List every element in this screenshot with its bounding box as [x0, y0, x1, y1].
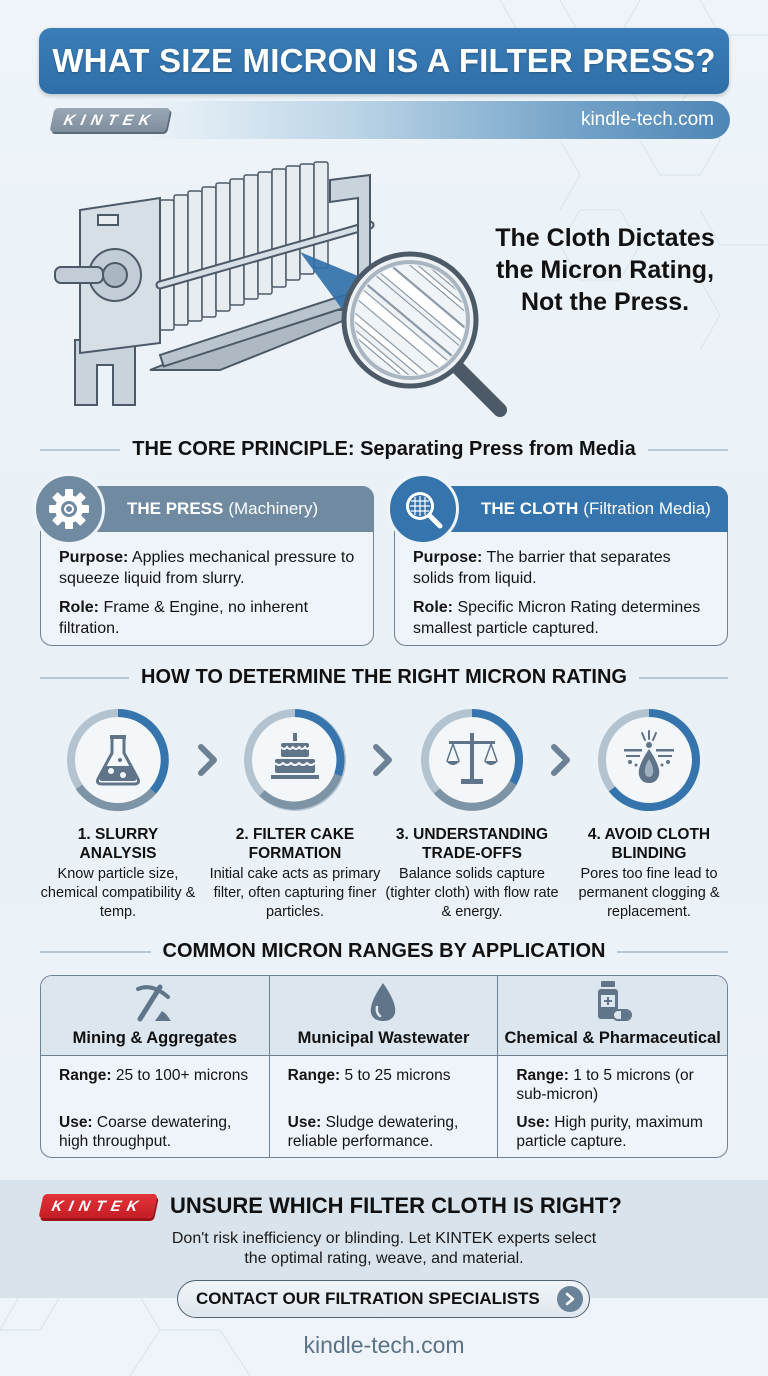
table-column-wastewater: Municipal Wastewater Range: 5 to 25 micr… [269, 976, 499, 1157]
press-card-body: Purpose: Applies mechanical pressure to … [59, 547, 361, 647]
cloth-card-header: THE CLOTH (Filtration Media) [425, 486, 728, 532]
use-value: Use: Sludge dewatering, reliable perform… [287, 1114, 459, 1150]
chevron-right-icon [557, 1286, 583, 1312]
filter-plates [159, 161, 329, 331]
chevron-right-icon [373, 744, 392, 776]
press-frame [74, 285, 375, 406]
balance-scale-icon [446, 733, 498, 784]
range-value: Range: 25 to 100+ microns [59, 1067, 249, 1084]
section-title: HOW TO DETERMINE THE RIGHT MICRON RATING [141, 666, 627, 688]
hero-headline-line3: Not the Press. [520, 288, 690, 316]
cloth-card-title: THE CLOTH [481, 499, 579, 518]
kintek-logo-red: KINTEK [38, 1194, 158, 1218]
application-name: Mining & Aggregates [72, 1029, 238, 1047]
magnifying-glass [341, 251, 507, 417]
contact-specialists-button[interactable]: CONTACT OUR FILTRATION SPECIALISTS [177, 1280, 590, 1318]
contact-button-label: CONTACT OUR FILTRATION SPECIALISTS [196, 1289, 540, 1308]
section-title: THE CORE PRINCIPLE: Separating Press fro… [132, 438, 636, 460]
press-card: THE PRESS (Machinery) Purpose: Applies m… [33, 473, 374, 647]
table-body-cell: Range: 1 to 5 microns (or sub-micron) Us… [498, 1056, 727, 1157]
hero-headline: The Cloth Dictates the Micron Rating, No… [470, 222, 740, 318]
flask-icon [96, 735, 140, 786]
press-purpose: Purpose: Applies mechanical pressure to … [59, 549, 355, 587]
table-header-cell: Mining & Aggregates [41, 976, 269, 1056]
step-description: Pores too fine lead to permanent cloggin… [578, 866, 720, 920]
hero-headline-line2: the Micron Rating, [495, 256, 715, 284]
gear-icon [33, 473, 105, 545]
cta-description: Don't risk inefficiency or blinding. Let… [134, 1229, 634, 1269]
application-name: Chemical & Pharmaceutical [504, 1029, 721, 1047]
cloth-card: THE CLOTH (Filtration Media) Purpose: Th… [387, 473, 728, 647]
progress-ring [63, 705, 173, 815]
section-title: COMMON MICRON RANGES BY APPLICATION [162, 940, 606, 962]
press-card-title: THE PRESS [127, 499, 224, 518]
micron-ranges-table: Mining & Aggregates Range: 25 to 100+ mi… [40, 975, 728, 1158]
progress-ring [594, 705, 704, 815]
chevron-right-icon [198, 744, 217, 776]
press-card-subtitle: (Machinery) [228, 499, 319, 518]
use-value: Use: High purity, maximum particle captu… [516, 1114, 703, 1150]
press-card-header: THE PRESS (Machinery) [71, 486, 374, 532]
header-site-link[interactable]: kindle-tech.com [580, 109, 714, 130]
hero-headline-line1: The Cloth Dictates [495, 224, 715, 252]
range-value: Range: 5 to 25 microns [287, 1067, 451, 1084]
page-title: WHAT SIZE MICRON IS A FILTER PRESS? [52, 42, 716, 79]
steps-heading: HOW TO DETERMINE THE RIGHT MICRON RATING [40, 666, 729, 689]
divider-line [647, 448, 728, 451]
droplet-clog-icon [624, 730, 674, 783]
chevron-right-icon [551, 744, 570, 776]
use-value: Use: Coarse dewatering, high throughput. [59, 1114, 232, 1150]
water-drop-icon [371, 983, 396, 1021]
range-value: Range: 1 to 5 microns (or sub-micron) [516, 1067, 694, 1103]
cta-text-line1: Don't risk inefficiency or blinding. Let… [171, 1230, 597, 1247]
kintek-logo: KINTEK [49, 108, 171, 132]
press-head [54, 196, 161, 355]
table-header-cell: Municipal Wastewater [269, 976, 498, 1056]
table-column-mining: Mining & Aggregates Range: 25 to 100+ mi… [41, 976, 270, 1157]
medicine-bottle-icon [597, 981, 632, 1021]
step-description: Know particle size, chemical compatibili… [40, 866, 196, 920]
magnifier-mesh-icon [387, 473, 459, 545]
cloth-card-subtitle: (Filtration Media) [583, 499, 711, 518]
divider-line [40, 676, 130, 679]
cta-text-line2: the optimal rating, weave, and material. [244, 1250, 524, 1267]
table-header-cell: Chemical & Pharmaceutical [498, 976, 727, 1056]
progress-ring [240, 705, 350, 815]
footer-site-link[interactable]: kindle-tech.com [303, 1332, 465, 1358]
divider-line [40, 950, 151, 953]
cta-title: UNSURE WHICH FILTER CLOTH IS RIGHT? [170, 1193, 622, 1218]
table-body-cell: Range: 25 to 100+ microns Use: Coarse de… [41, 1056, 269, 1157]
cloth-role: Role: Specific Micron Rating determines … [413, 599, 701, 637]
core-principle-heading: THE CORE PRINCIPLE: Separating Press fro… [40, 438, 728, 461]
brand-bar: KINTEK kindle-tech.com [40, 101, 730, 139]
progress-ring [417, 705, 527, 815]
divider-line [40, 448, 121, 451]
cloth-purpose: Purpose: The barrier that separates soli… [413, 549, 671, 587]
applications-heading: COMMON MICRON RANGES BY APPLICATION [40, 940, 728, 963]
divider-line [617, 950, 728, 953]
table-column-chemical: Chemical & Pharmaceutical Range: 1 to 5 … [498, 976, 727, 1157]
press-role: Role: Frame & Engine, no inherent filtra… [59, 599, 309, 637]
pickaxe-icon [135, 984, 171, 1022]
title-banner: WHAT SIZE MICRON IS A FILTER PRESS? [39, 28, 729, 94]
divider-line [638, 676, 729, 679]
cake-icon [271, 733, 319, 779]
step-description: Balance solids capture (tighter cloth) w… [385, 866, 559, 920]
step-description: Initial cake acts as primary filter, oft… [209, 866, 381, 920]
cloth-card-body: Purpose: The barrier that separates soli… [413, 547, 715, 647]
filter-press-illustration [54, 161, 507, 417]
table-body-cell: Range: 5 to 25 microns Use: Sludge dewat… [270, 1056, 498, 1157]
application-name: Municipal Wastewater [297, 1029, 470, 1047]
